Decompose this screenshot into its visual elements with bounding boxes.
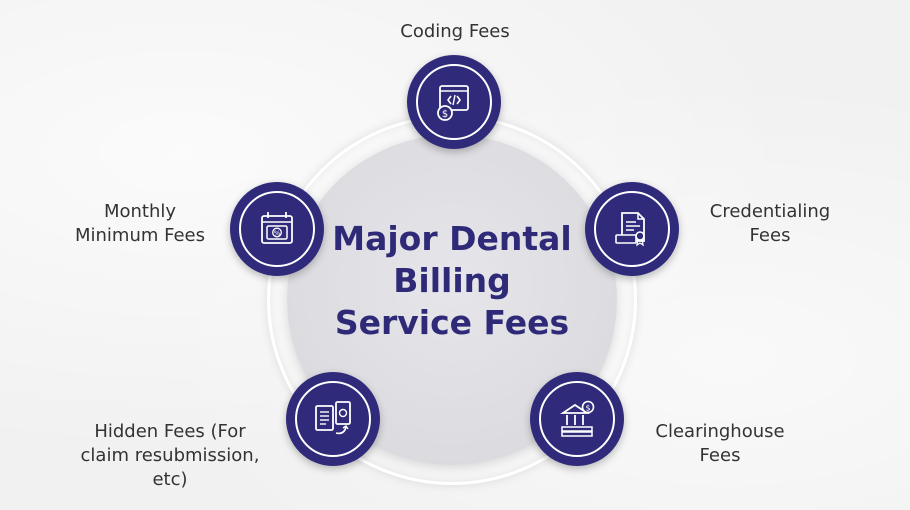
calendar-percent-icon: % [261, 212, 293, 244]
clearinghouse-fees-node: $ [530, 372, 624, 466]
monthly-minimum-fees-node: % [230, 182, 324, 276]
credentialing-fees-label: Credentialing Fees [709, 201, 831, 246]
svg-text:%: % [274, 230, 281, 238]
title-line-1: Major Dental [332, 219, 572, 258]
bank-money-icon: $ [560, 400, 595, 437]
diagram-title: Major Dental Billing Service Fees [300, 218, 604, 344]
coding-fees-label: Coding Fees [400, 21, 510, 42]
credentialing-fees-node [585, 182, 679, 276]
document-exchange-icon [315, 401, 351, 435]
certificate-icon [615, 212, 645, 247]
title-line-3: Service Fees [334, 303, 570, 342]
clearinghouse-fees-label: Clearinghouse Fees [655, 421, 785, 466]
coding-fees-node: $ [407, 55, 501, 149]
hidden-fees-label: Hidden Fees (For claim resubmission, etc… [80, 421, 260, 490]
svg-text:$: $ [442, 109, 448, 120]
title-line-2: Billing [393, 261, 511, 300]
monthly-minimum-fees-label: Monthly Minimum Fees [74, 201, 206, 246]
code-dollar-icon: $ [437, 85, 469, 121]
hidden-fees-node [286, 372, 380, 466]
svg-text:$: $ [585, 404, 590, 413]
